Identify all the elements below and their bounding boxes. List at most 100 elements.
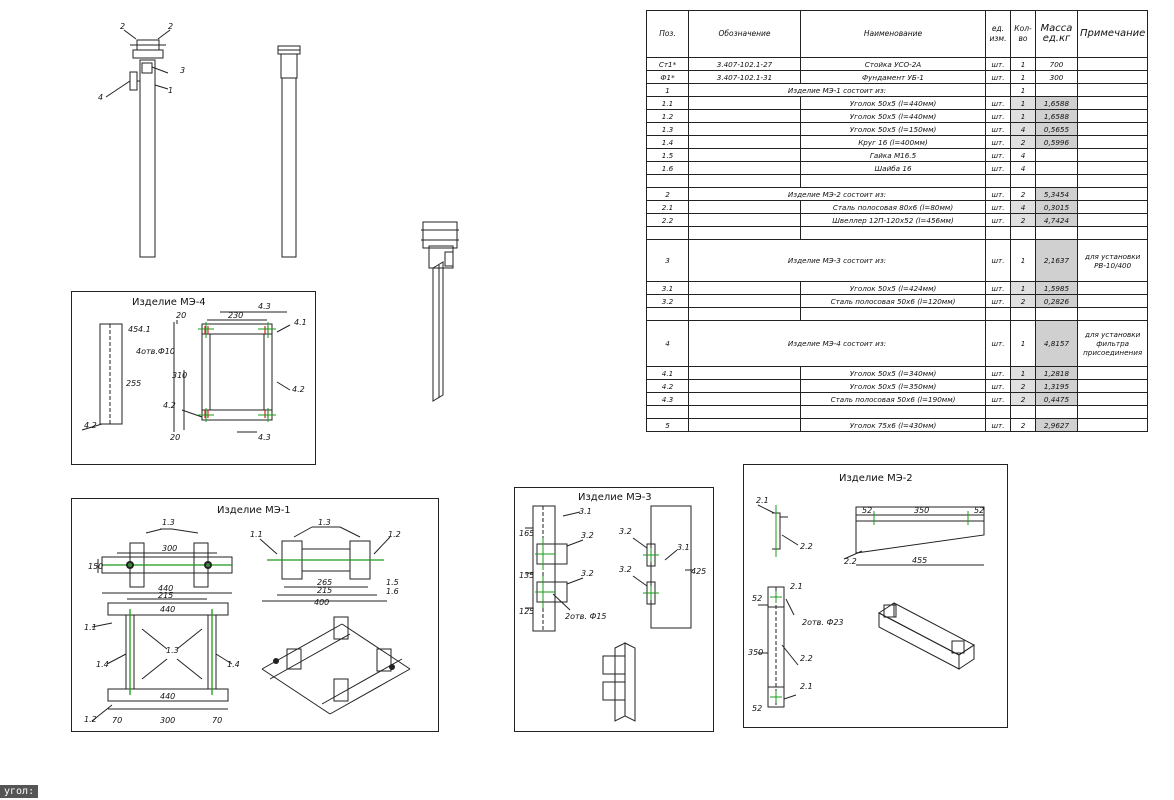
me4-callout-43b: 4.3 xyxy=(258,433,271,442)
cell-note xyxy=(1076,418,1149,432)
cell-pos: 4.1 xyxy=(646,366,689,380)
cell-name: Шайба 16 xyxy=(800,161,986,175)
command-line-prompt[interactable]: угол: xyxy=(0,785,39,798)
cell-mass: 0,4475 xyxy=(1035,392,1078,406)
cell-unit: шт. xyxy=(985,57,1011,71)
callout-2a: 2 xyxy=(120,22,125,31)
me4-hole-label: 4отв.Ф10 xyxy=(136,347,175,356)
cell-note xyxy=(1076,148,1149,162)
me2-dim-52a: 52 xyxy=(862,506,872,515)
me1-callout-12a: 1.2 xyxy=(388,530,401,539)
cell-mass: 0,2826 xyxy=(1035,294,1078,308)
callout-4: 4 xyxy=(98,93,103,102)
cell-note xyxy=(1076,307,1149,321)
cell-qty: 1 xyxy=(1010,70,1036,84)
me3-callout-32d: 3.2 xyxy=(619,565,632,574)
cell-unit: шт. xyxy=(985,320,1011,367)
table-row xyxy=(646,405,1149,419)
table-row xyxy=(646,226,1149,240)
cell-pos: 1.2 xyxy=(646,109,689,123)
cell-qty: 2 xyxy=(1010,187,1036,201)
cell-note xyxy=(1076,213,1149,227)
me4-dim-310: 310 xyxy=(172,371,187,380)
me2-hole-label: 2отв. Ф23 xyxy=(802,618,844,627)
cell-name: Стойка УСО-2А xyxy=(800,57,986,71)
me2-callout-21b: 2.1 xyxy=(790,582,803,591)
me2-dim-52b: 52 xyxy=(974,506,984,515)
cell-designation xyxy=(688,200,801,214)
me1-dim-440c: 440 xyxy=(160,692,175,701)
cell-note xyxy=(1076,109,1149,123)
me1-dim-70b: 70 xyxy=(212,716,222,725)
me3-dim-165: 165 xyxy=(519,529,534,538)
me4-callout-43a: 4.3 xyxy=(258,302,271,311)
me3-callout-32c: 3.2 xyxy=(619,527,632,536)
cell-pos: 2.1 xyxy=(646,200,689,214)
me3-callout-32a: 3.2 xyxy=(581,531,594,540)
me1-dim-150: 150 xyxy=(88,562,103,571)
me1-callout-11b: 1.1 xyxy=(84,623,97,632)
me1-dim-215a: 215 xyxy=(158,591,173,600)
specification-table: Поз. Обозначение Наименование ед. изм. К… xyxy=(646,10,1149,432)
cell-designation xyxy=(688,161,801,175)
frame-me1-title: Изделие МЭ-1 xyxy=(217,505,291,516)
me1-callout-14a: 1.4 xyxy=(96,660,109,669)
cell-designation xyxy=(688,122,801,136)
callout-2b: 2 xyxy=(168,22,173,31)
cell-qty: 4 xyxy=(1010,122,1036,136)
cell-note xyxy=(1076,187,1149,201)
cell-unit xyxy=(985,307,1011,321)
pole-isometric-view xyxy=(421,221,459,402)
cell-unit: шт. xyxy=(985,135,1011,149)
me1-callout-15: 1.5 xyxy=(386,578,399,587)
cell-mass: 1,2818 xyxy=(1035,366,1078,380)
cell-designation xyxy=(688,294,801,308)
frame-me4: Изделие МЭ-4 xyxy=(71,291,316,465)
me3-callout-31b: 3.1 xyxy=(677,543,690,552)
callout-1: 1 xyxy=(168,86,173,95)
cell-unit xyxy=(985,405,1011,419)
cell-unit: шт. xyxy=(985,366,1011,380)
cell-qty: 1 xyxy=(1010,366,1036,380)
cell-qty: 4 xyxy=(1010,200,1036,214)
cell-qty: 2 xyxy=(1010,135,1036,149)
cell-name: Уголок 50х5 (l=440мм) xyxy=(800,96,986,110)
me2-callout-21a: 2.1 xyxy=(756,496,769,505)
cell-qty: 2 xyxy=(1010,294,1036,308)
cell-qty: 2 xyxy=(1010,392,1036,406)
me2-dim-455: 455 xyxy=(912,556,927,565)
me4-callout-42c: 4.2 xyxy=(163,401,176,410)
cell-mass xyxy=(1035,148,1078,162)
cell-designation xyxy=(688,148,801,162)
header-designation: Обозначение xyxy=(688,10,801,58)
cell-qty: 1 xyxy=(1010,83,1036,97)
cell-pos xyxy=(646,405,689,419)
frame-me3-title: Изделие МЭ-3 xyxy=(578,492,652,503)
cell-mass xyxy=(1035,307,1078,321)
cell-note xyxy=(1076,174,1149,188)
cell-name: Швеллер 12П-120х52 (l=456мм) xyxy=(800,213,986,227)
table-header-row: Поз. Обозначение Наименование ед. изм. К… xyxy=(646,10,1149,58)
me1-callout-13c: 1.3 xyxy=(166,646,179,655)
me4-callout-41a: 4.1 xyxy=(138,325,151,334)
cell-unit: шт. xyxy=(985,122,1011,136)
me2-callout-22c: 2.2 xyxy=(800,654,813,663)
cell-note xyxy=(1076,96,1149,110)
me1-dim-300a: 300 xyxy=(162,544,177,553)
cell-designation xyxy=(688,379,801,393)
cell-qty xyxy=(1010,405,1036,419)
cell-mass: 0,5996 xyxy=(1035,135,1078,149)
cell-mass: 1,6588 xyxy=(1035,109,1078,123)
cell-note xyxy=(1076,161,1149,175)
cell-mass: 2,1637 xyxy=(1035,239,1078,282)
cell-note xyxy=(1076,294,1149,308)
cell-name: Уголок 50х5 (l=440мм) xyxy=(800,109,986,123)
cell-pos: 2.2 xyxy=(646,213,689,227)
